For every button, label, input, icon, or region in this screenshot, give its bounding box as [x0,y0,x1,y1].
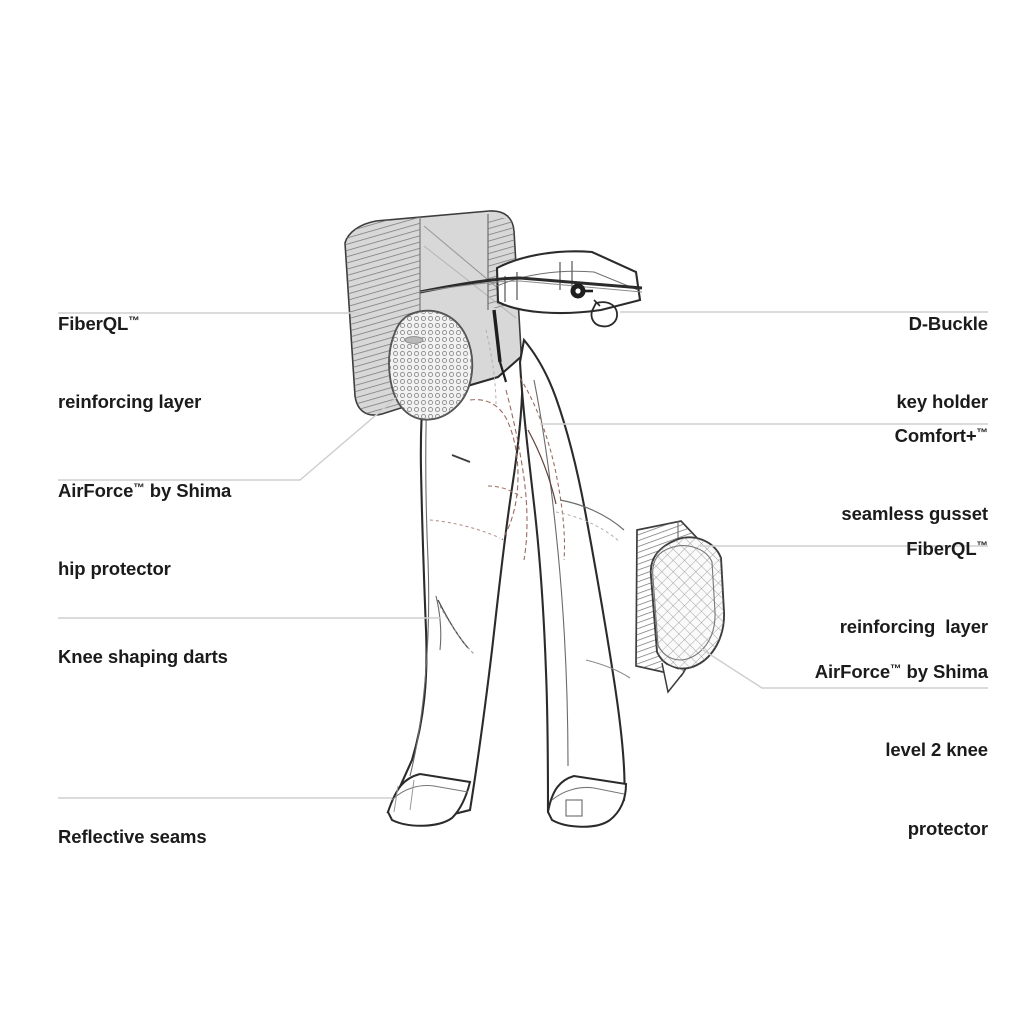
zipper-fly [492,309,508,383]
callout-line-3: protector [907,818,988,840]
callout-line-2: level 2 knee [885,739,988,761]
reflective-seam-cuff-right [546,774,628,828]
comfort-seamless-gusset [429,329,566,561]
callout-line-1: Comfort+™ [894,424,988,446]
callout-line-1: FiberQL™ [906,537,988,559]
trademark-symbol: ™ [976,427,988,440]
callout-line-1: FiberQL™ [58,312,140,334]
trademark-symbol: ™ [128,315,140,328]
knee-protector-pad [649,536,725,694]
trademark-symbol: ™ [133,482,145,495]
callout-line-1: D-Buckle [908,312,988,334]
trademark-symbol: ™ [890,663,902,676]
callout-line-2: reinforcing layer [58,391,202,413]
callout-line-1: Reflective seams [58,825,207,847]
callout-airforce-level-2-knee-protector: AirForce™ by Shima level 2 knee protecto… [815,606,988,895]
waist-snap-button [570,283,593,299]
callout-line-1: AirForce™ by Shima [814,660,988,682]
thigh-panel-seams [555,499,631,679]
callout-line-2: key holder [896,391,988,413]
callout-comfort-seamless-gusset: Comfort+™ seamless gusset [841,370,988,580]
callout-line-1: AirForce™ by Shima [58,479,232,501]
callout-d-buckle-key-holder: D-Buckle key holder [896,258,988,468]
callout-line-2: reinforcing layer [839,616,988,638]
callout-line-1: Knee shaping darts [58,645,228,667]
waistband [419,250,643,315]
knee-shaping-darts [435,595,475,655]
callout-airforce-hip-protector: AirForce™ by Shima hip protector [58,425,231,635]
callout-knee-shaping-darts: Knee shaping darts [58,591,228,722]
d-buckle-key-holder-ring [590,299,618,328]
hip-protector-pad [388,309,474,421]
callout-fiberql-reinforcing-layer-knee: FiberQL™ reinforcing layer [840,483,988,693]
callout-line-2: seamless gusset [841,503,988,525]
reflective-seam-cuff-left [386,772,472,827]
callout-line-2: hip protector [58,558,171,580]
callout-reflective-seams: Reflective seams [58,771,207,902]
pants-right-leg [518,337,628,828]
trademark-symbol: ™ [976,540,988,553]
pants-left-leg [386,329,524,827]
callout-fiberql-reinforcing-layer: FiberQL™ reinforcing layer [58,258,201,468]
